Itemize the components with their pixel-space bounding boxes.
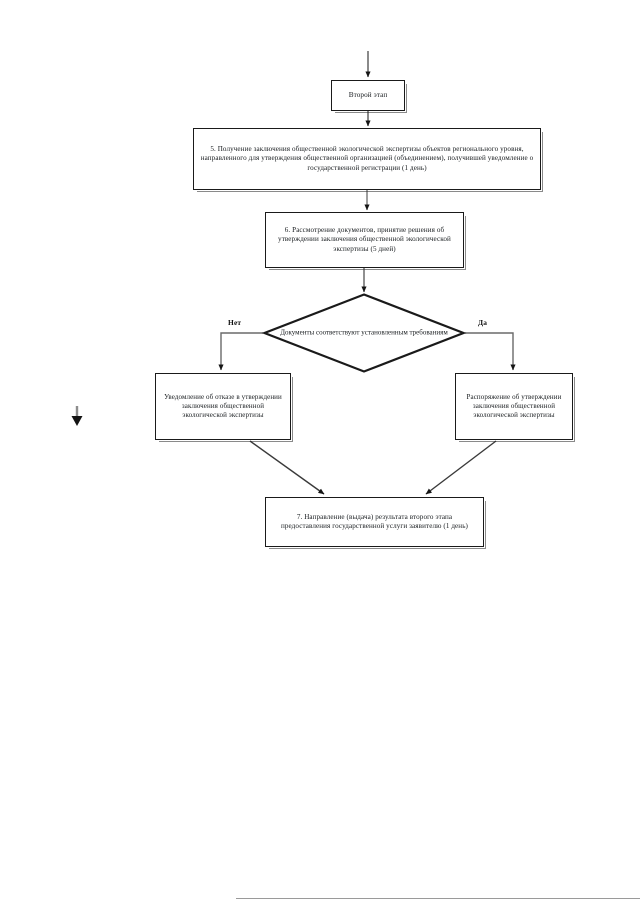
node-approval-order: Распоряжение об утверждении заключения о… bbox=[455, 373, 575, 442]
node-stage-two-label: Второй этап bbox=[348, 90, 388, 99]
node-stage-two: Второй этап bbox=[331, 80, 407, 113]
edge-refusal-to-step7 bbox=[249, 440, 325, 495]
decision-diamond-shape bbox=[263, 293, 465, 373]
edge-approval-to-step7 bbox=[425, 440, 497, 495]
node-decision-label: Документы соответствуют установленным тр… bbox=[280, 328, 448, 337]
edge-decision-to-refusal bbox=[218, 332, 263, 371]
node-step-5: 5. Получение заключения общественной эко… bbox=[193, 128, 543, 192]
edge-label-yes: Да bbox=[478, 318, 488, 327]
stray-margin-arrow-icon bbox=[71, 406, 83, 426]
edge-label-no: Нет bbox=[228, 318, 242, 327]
edge-decision-to-approval bbox=[465, 332, 516, 371]
node-approval-order-label: Распоряжение об утверждении заключения о… bbox=[466, 392, 562, 420]
node-refusal-notice: Уведомление об отказе в утверждении закл… bbox=[155, 373, 293, 442]
node-step-5-label: 5. Получение заключения общественной эко… bbox=[200, 144, 534, 172]
node-decision-documents-comply: Документы соответствуют установленным тр… bbox=[263, 293, 465, 373]
page-bottom-rule bbox=[236, 898, 640, 899]
node-refusal-notice-label: Уведомление об отказе в утверждении закл… bbox=[164, 392, 282, 420]
node-step-6-label: 6. Рассмотрение документов, принятие реш… bbox=[278, 225, 451, 253]
node-step-6: 6. Рассмотрение документов, принятие реш… bbox=[265, 212, 466, 270]
node-step-7-label: 7. Направление (выдача) результата второ… bbox=[280, 512, 469, 530]
node-step-7: 7. Направление (выдача) результата второ… bbox=[265, 497, 486, 549]
